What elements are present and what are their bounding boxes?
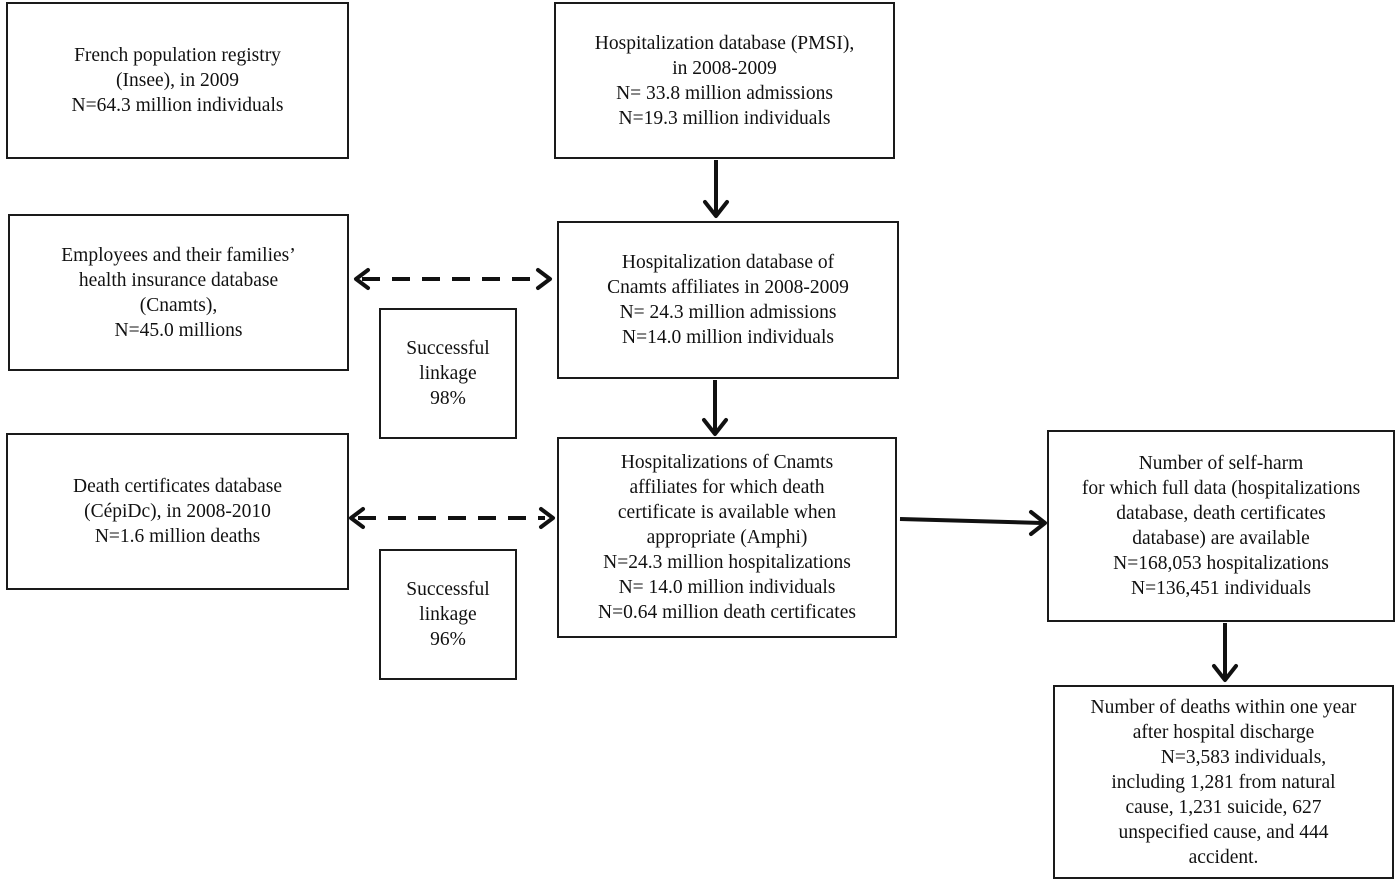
box-line: Hospitalization database of <box>621 252 835 273</box>
box-line: database) are available <box>1132 528 1310 549</box>
box-line: N=136,451 individuals <box>1131 578 1311 599</box>
box-line: N=3,583 individuals, <box>1160 746 1327 768</box>
insee-registry-box: French population registry (Insee), in 2… <box>6 2 349 159</box>
box-line: linkage <box>419 604 477 625</box>
box-line: N=168,053 hospitalizations <box>1113 553 1329 574</box>
box-line: certificate is available when <box>617 502 837 523</box>
amphi-box: Hospitalizations of Cnamts affiliates fo… <box>557 437 897 638</box>
box-line: N=14.0 million individuals <box>622 327 834 348</box>
linkage-96-box: Successful linkage 96% <box>379 549 517 680</box>
box-line: Number of deaths within one year <box>1090 696 1357 718</box>
box-line: Cnamts affiliates in 2008-2009 <box>607 277 849 298</box>
arrow-right-amphi-to-selfharm <box>899 510 1047 536</box>
box-line: in 2008-2009 <box>672 57 777 79</box>
arrow-down-pmsi-to-cnamts <box>703 160 729 218</box>
linkage-98-box: Successful linkage 98% <box>379 308 517 439</box>
box-line: N=45.0 millions <box>114 319 243 341</box>
box-line: 96% <box>430 629 466 650</box>
box-line: Hospitalizations of Cnamts <box>620 452 834 473</box>
box-line: including 1,281 from natural <box>1111 771 1336 793</box>
box-line: N= 14.0 million individuals <box>618 577 836 598</box>
box-line: French population registry <box>74 45 281 66</box>
dashed-link-arrow-96 <box>349 507 555 529</box>
arrow-down-cnamts-to-amphi <box>702 380 728 436</box>
self-harm-box: Number of self-harm for which full data … <box>1047 430 1395 622</box>
box-line: linkage <box>419 363 477 384</box>
box-line: affiliates for which death <box>629 477 825 498</box>
cnamts-hospitalization-box: Hospitalization database of Cnamts affil… <box>557 221 899 379</box>
box-line: Death certificates database <box>73 476 282 497</box>
box-line: N=0.64 million death certificates <box>598 602 856 623</box>
box-line: N=1.6 million deaths <box>94 526 261 547</box>
box-line: Number of self-harm <box>1138 453 1304 474</box>
box-line: (Insee), in 2009 <box>116 70 239 91</box>
box-line: accident. <box>1188 846 1259 868</box>
box-line: database, death certificates <box>1116 503 1326 524</box>
pmsi-database-box: Hospitalization database (PMSI), in 2008… <box>554 2 895 159</box>
deaths-box: Number of deaths within one year after h… <box>1053 685 1394 879</box>
box-line: Employees and their families’ <box>61 244 296 266</box>
box-line: N=19.3 million individuals <box>618 107 831 129</box>
box-line: for which full data (hospitalizations <box>1081 478 1361 499</box>
box-line: Hospitalization database (PMSI), <box>594 32 855 54</box>
box-line: Successful <box>406 338 490 359</box>
box-line: N= 33.8 million admissions <box>616 82 833 104</box>
box-line: N= 24.3 million admissions <box>619 302 837 323</box>
box-line: after hospital discharge <box>1132 721 1315 743</box>
box-line: unspecified cause, and 444 <box>1118 821 1329 843</box>
box-line: (Cnamts), <box>139 294 218 316</box>
box-line: appropriate (Amphi) <box>646 527 808 548</box>
cepidc-death-certificates-box: Death certificates database (CépiDc), in… <box>6 433 349 590</box>
cnamts-insurance-box: Employees and their families’ health ins… <box>8 214 349 371</box>
dashed-link-arrow-98 <box>354 268 552 290</box>
box-line: health insurance database <box>78 269 279 291</box>
box-line: N=64.3 million individuals <box>71 95 284 116</box>
box-line: (CépiDc), in 2008-2010 <box>84 501 271 522</box>
box-line: Successful <box>406 579 490 600</box>
box-line: 98% <box>430 388 466 409</box>
box-line: N=24.3 million hospitalizations <box>603 552 851 573</box>
box-line: cause, 1,231 suicide, 627 <box>1125 796 1322 818</box>
arrow-down-selfharm-to-deaths <box>1212 623 1238 682</box>
